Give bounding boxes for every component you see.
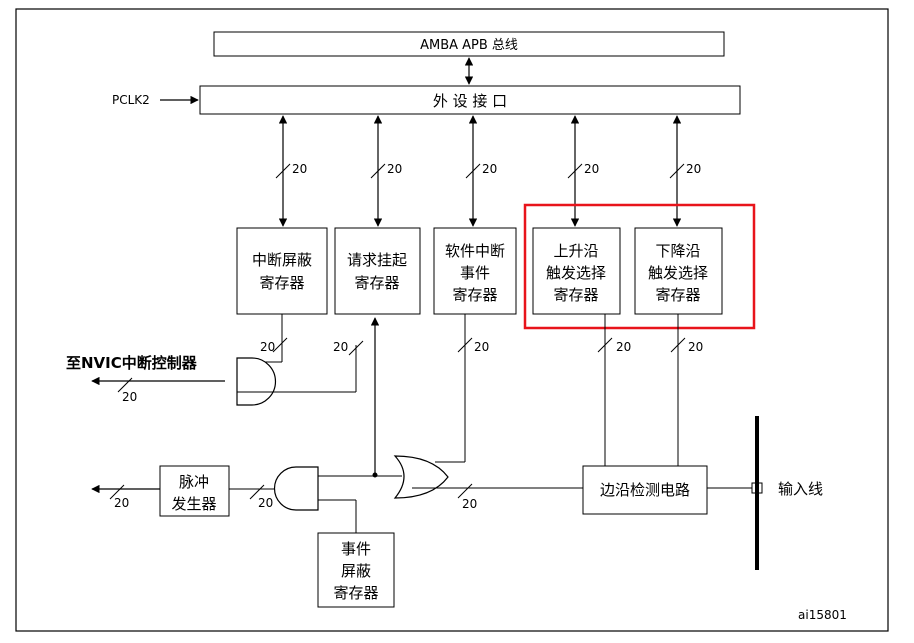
register-label: 下降沿 — [655, 242, 700, 260]
width-tick — [109, 484, 125, 500]
width-label: 20 — [482, 162, 497, 176]
width-label: 20 — [122, 390, 137, 404]
width-label: 20 — [462, 497, 477, 511]
width-tick — [670, 337, 686, 353]
width-tick — [272, 337, 288, 353]
figure-frame — [15, 8, 889, 632]
edge-detect-circuit: 边沿检测电路 — [582, 465, 708, 515]
trigger-registers-highlight — [523, 203, 756, 330]
register-label: 事件 — [341, 540, 371, 558]
register-label: 寄存器 — [655, 286, 700, 304]
register-label: 触发选择 — [546, 264, 606, 282]
peripheral-interface-label: 外 设 接 口 — [433, 92, 507, 110]
register-label: 中断屏蔽 — [252, 251, 312, 269]
pending-request-register: 请求挂起 寄存器 — [334, 227, 421, 315]
pulse-generator-label: 发生器 — [171, 495, 216, 513]
width-label: 20 — [258, 496, 273, 510]
width-label: 20 — [474, 340, 489, 354]
and-gate-event — [273, 466, 319, 511]
register-label: 软件中断 — [445, 242, 505, 260]
width-tick — [117, 377, 133, 393]
width-label: 20 — [616, 340, 631, 354]
width-tick — [457, 483, 473, 499]
width-label: 20 — [584, 162, 599, 176]
junction-dot — [372, 472, 378, 478]
width-label: 20 — [387, 162, 402, 176]
edge-detect-label: 边沿检测电路 — [600, 481, 690, 499]
register-label: 寄存器 — [354, 274, 399, 292]
pclk2-label: PCLK2 — [112, 93, 150, 107]
amba-apb-bus-label: AMBA APB 总线 — [420, 38, 518, 53]
pulse-generator: 脉冲 发生器 — [159, 465, 230, 517]
interrupt-mask-register: 中断屏蔽 寄存器 — [236, 227, 328, 315]
input-line-label: 输入线 — [778, 480, 823, 498]
register-label: 寄存器 — [333, 584, 378, 602]
register-label: 上升沿 — [553, 242, 598, 260]
nvic-output-label: 至NVIC中断控制器 — [66, 354, 198, 372]
event-mask-register: 事件 屏蔽 寄存器 — [317, 532, 395, 608]
width-tick — [348, 340, 364, 356]
register-label: 屏蔽 — [341, 562, 371, 580]
register-label: 寄存器 — [452, 286, 497, 304]
width-label: 20 — [688, 340, 703, 354]
register-label: 事件 — [460, 264, 490, 282]
register-label: 请求挂起 — [347, 251, 407, 269]
figure-id: ai15801 — [798, 608, 847, 622]
falling-edge-trigger-register: 下降沿 触发选择 寄存器 — [634, 227, 723, 315]
width-label: 20 — [292, 162, 307, 176]
amba-apb-bus: AMBA APB 总线 — [213, 31, 725, 57]
register-label: 触发选择 — [648, 264, 708, 282]
width-tick — [597, 337, 613, 353]
bus-width-ticks: 20 20 20 20 20 — [275, 162, 701, 179]
width-label: 20 — [260, 340, 275, 354]
and-gate-nvic — [236, 357, 277, 406]
width-tick — [457, 337, 473, 353]
width-tick — [249, 484, 265, 500]
width-label: 20 — [686, 162, 701, 176]
peripheral-interface: 外 设 接 口 — [199, 85, 741, 115]
software-interrupt-event-register: 软件中断 事件 寄存器 — [433, 227, 517, 315]
register-label: 寄存器 — [553, 286, 598, 304]
pulse-generator-label: 脉冲 — [179, 473, 209, 491]
width-label: 20 — [114, 496, 129, 510]
register-bus-arrows — [278, 115, 682, 227]
register-label: 寄存器 — [259, 274, 304, 292]
rising-edge-trigger-register: 上升沿 触发选择 寄存器 — [532, 227, 621, 315]
width-label: 20 — [333, 340, 348, 354]
